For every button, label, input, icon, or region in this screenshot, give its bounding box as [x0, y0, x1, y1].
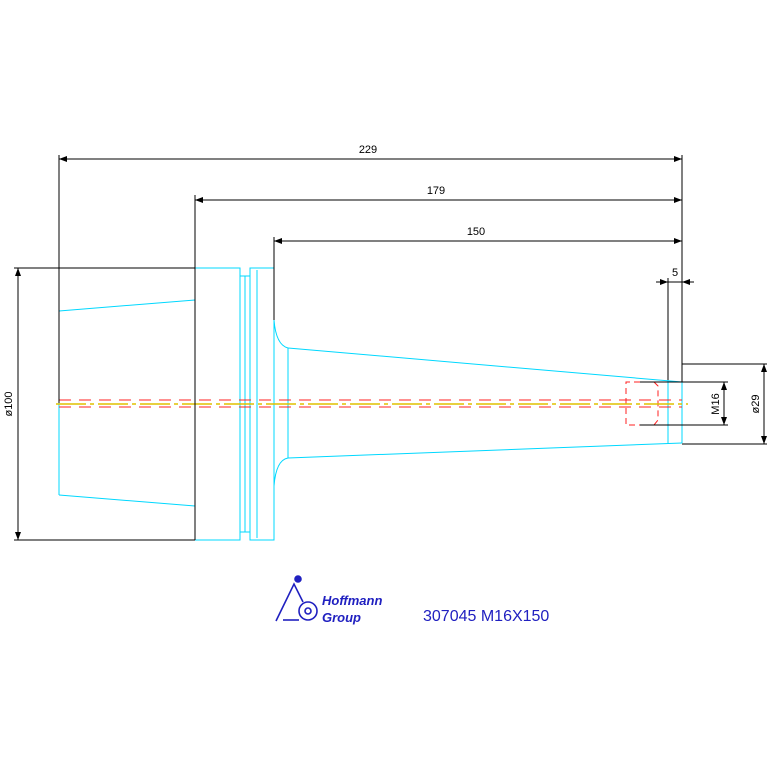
shank-bottom — [287, 442, 683, 459]
left-cone-top — [58, 299, 196, 312]
thread-bore-inner — [653, 381, 659, 426]
shank-top — [287, 347, 683, 383]
dim-d100-label: ø100 — [3, 391, 15, 416]
neck-fillet-bottom — [273, 457, 289, 487]
logo-line1: Hoffmann — [322, 593, 382, 608]
logo-gear-outer — [298, 601, 318, 621]
logo-figure-head — [294, 575, 302, 583]
neck-fillet-top — [273, 319, 289, 349]
part-code: 307045 M16X150 — [423, 608, 549, 625]
dim-m16-label: M16 — [710, 393, 722, 414]
logo-emblem-icon — [275, 575, 318, 622]
left-cone-bottom — [58, 494, 196, 507]
logo-gear-inner — [304, 607, 312, 615]
dim-d29-label: ø29 — [750, 395, 762, 414]
dim-179-label: 179 — [427, 185, 445, 197]
logo-triangle — [275, 582, 304, 622]
dim-150-label: 150 — [467, 226, 485, 238]
hoffmann-logo: Hoffmann Group — [275, 575, 382, 625]
dim-5-label: 5 — [672, 267, 678, 279]
dim-229-label: 229 — [359, 144, 377, 156]
logo-line2: Group — [322, 610, 361, 625]
dimension-lines — [14, 155, 767, 541]
